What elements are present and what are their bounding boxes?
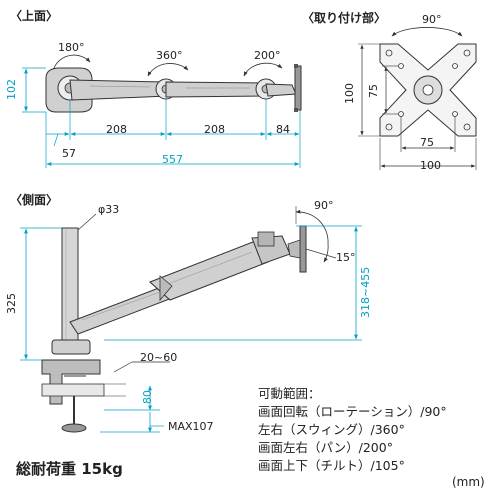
spec-item-tilt: 画面上下（チルト）/105° — [258, 458, 405, 473]
rotation-arc-200 — [243, 62, 283, 77]
top-vesa-plate — [294, 65, 302, 111]
mount-view-heading: 〈取り付け部〉 — [302, 11, 387, 25]
top-view-heading: 〈上面〉 — [10, 9, 59, 23]
label-tilt-90: 90° — [314, 199, 334, 212]
tilt-arc-up — [295, 209, 329, 245]
label-pole-325: 325 — [5, 293, 18, 314]
spec-item-swing: 左右（スウィング）/360° — [258, 422, 405, 437]
side-base — [51, 339, 91, 355]
mount-view-drawing — [358, 27, 477, 170]
label-offset-57: 57 — [62, 147, 76, 160]
side-view-heading: 〈側面〉 — [10, 193, 59, 207]
rotation-arc-360 — [147, 63, 189, 77]
rotation-arc-90 — [391, 27, 463, 37]
label-height-102: 102 — [5, 79, 18, 100]
top-view-drawing — [22, 54, 302, 168]
side-vesa-plate — [299, 225, 307, 273]
label-total-557: 557 — [162, 153, 183, 166]
top-arm-2 — [165, 81, 269, 98]
label-mount-75-v: 75 — [367, 84, 380, 98]
desk — [41, 383, 105, 397]
label-len-208-b: 208 — [204, 123, 225, 136]
label-pole-dia: φ33 — [98, 203, 120, 216]
label-rotation-360: 360° — [156, 49, 183, 62]
side-view-drawing — [20, 206, 362, 433]
label-len-84: 84 — [276, 123, 290, 136]
label-height-range: 318~455 — [359, 266, 372, 318]
unit-label: (mm) — [452, 475, 485, 489]
tilt-arc-down — [323, 243, 329, 263]
label-clamp-max: MAX107 — [168, 420, 214, 433]
specs-title: 可動範囲： — [258, 386, 321, 401]
side-clamp — [41, 359, 101, 405]
label-tilt-15: 15° — [336, 251, 356, 264]
total-load: 総耐荷重 15kg — [16, 460, 123, 478]
pole-dia-leader — [77, 213, 97, 231]
label-desk-range: 20~60 — [140, 351, 178, 364]
spec-item-rotation: 画面回転（ローテーション）/90° — [258, 404, 447, 419]
spec-item-pan: 画面左右（パン）/200° — [258, 440, 393, 455]
top-arm-1 — [69, 79, 169, 101]
label-rotation-200: 200° — [254, 49, 281, 62]
tilt-15-line — [305, 248, 337, 259]
top-head — [265, 83, 297, 97]
label-mount-100-v: 100 — [343, 83, 356, 104]
label-rotation-180: 180° — [58, 41, 85, 54]
label-mount-100-h: 100 — [420, 159, 441, 172]
label-clamp-80: 80 — [141, 390, 154, 404]
label-mount-75-h: 75 — [420, 136, 434, 149]
label-len-208-a: 208 — [106, 123, 127, 136]
label-mount-90: 90° — [422, 13, 442, 26]
